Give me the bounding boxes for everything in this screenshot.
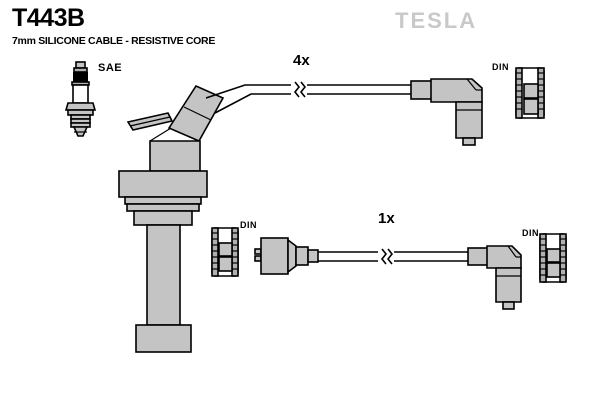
- din-socket-icon-lower-left: [211, 227, 239, 277]
- cable-break-symbol-lower: [378, 248, 394, 265]
- part-description: 7mm SILICONE CABLE - RESISTIVE CORE: [12, 35, 216, 47]
- din-label-upper-right: DIN: [492, 62, 509, 72]
- sae-legend-label: SAE: [98, 62, 123, 74]
- brand-logo: TESLA: [395, 8, 478, 33]
- spark-plug-icon: [64, 61, 97, 137]
- page-title: T443B: [12, 4, 85, 32]
- sae-spark-plug-boot: [118, 84, 225, 353]
- quantity-label-lower: 1x: [378, 210, 395, 227]
- upper-cable: [205, 81, 413, 114]
- din-straight-connector-lower: [254, 237, 319, 275]
- din-label-lower-left: DIN: [240, 220, 257, 230]
- quantity-label-upper: 4x: [293, 52, 310, 69]
- din-socket-icon-upper: [515, 67, 545, 119]
- lower-cable: [318, 248, 470, 265]
- din-right-angle-connector-lower: [467, 245, 522, 310]
- din-right-angle-connector-upper: [410, 78, 483, 146]
- din-socket-icon-lower-right: [539, 233, 567, 283]
- cable-break-symbol-upper: [291, 81, 307, 98]
- din-label-lower-right: DIN: [522, 228, 539, 238]
